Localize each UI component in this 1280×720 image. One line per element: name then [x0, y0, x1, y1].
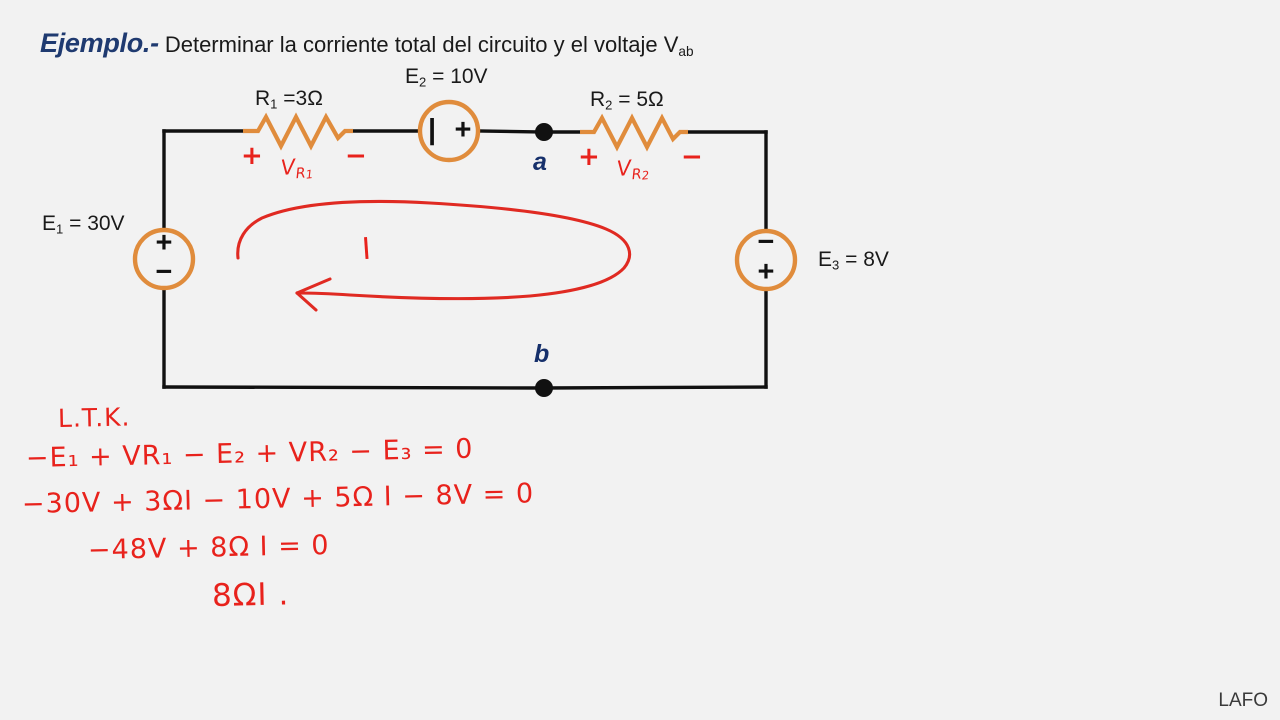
source-e2-label: E2 = 10V — [405, 65, 488, 90]
node-b-dot — [535, 379, 553, 397]
r2-voltage-label: VR2 — [616, 154, 650, 184]
title-subscript: ab — [678, 43, 694, 59]
e3-label-subscript: 3 — [832, 257, 840, 273]
source-e3-plus-terminal: + — [757, 256, 775, 288]
wire-e2-to-node-a — [476, 129, 546, 134]
r1-voltage-sub2: 1 — [305, 167, 314, 182]
r2-label-prefix: R — [590, 88, 606, 111]
r2-voltage-sub2: 2 — [641, 168, 650, 183]
e3-label-suffix: = 8V — [839, 248, 889, 271]
r1-label-subscript: 1 — [270, 96, 278, 112]
page-title: Ejemplo.-Determinar la corriente total d… — [40, 28, 694, 59]
kvl-numeric-equation: −30V + 3ΩI − 10V + 5Ω I − 8V = 0 — [21, 478, 535, 520]
node-b-label: b — [534, 340, 550, 368]
source-e3-minus-terminal: − — [757, 226, 775, 258]
node-a-dot — [535, 123, 553, 141]
current-loop-path — [236, 199, 632, 301]
r2-plus-polarity-mark: + — [578, 142, 600, 172]
r2-voltage-v: V — [615, 155, 633, 181]
source-e2-negative-terminal: | — [427, 114, 437, 146]
source-e3-label: E3 = 8V — [818, 248, 889, 273]
title-keyword: Ejemplo.- — [40, 28, 159, 58]
kvl-heading: L.T.K. — [57, 402, 131, 433]
r2-label-suffix: = 5Ω — [612, 88, 664, 111]
e2-label-subscript: 2 — [419, 74, 427, 90]
source-e2-plus-terminal: + — [454, 114, 472, 146]
e2-label-prefix: E — [405, 65, 420, 88]
source-e1-plus-terminal: + — [155, 227, 173, 259]
e1-label-suffix: = 30V — [63, 212, 125, 235]
kvl-combined-equation: −48V + 8Ω I = 0 — [87, 529, 330, 566]
kvl-symbolic-equation: −E₁ + VR₁ − E₂ + VR₂ − E₃ = 0 — [25, 433, 474, 474]
resistor-r2-label: R2 = 5Ω — [590, 88, 664, 113]
source-e1-minus-terminal: − — [155, 256, 173, 288]
source-e1-label: E1 = 30V — [42, 212, 125, 237]
e1-label-subscript: 1 — [56, 221, 64, 237]
wire-bottom-left — [162, 385, 546, 390]
r1-plus-polarity-mark: + — [241, 141, 263, 171]
r1-label-prefix: R — [255, 87, 271, 110]
e1-label-prefix: E — [42, 212, 57, 235]
wire-bottom-right — [542, 385, 768, 390]
title-text: Determinar la corriente total del circui… — [164, 32, 694, 59]
loop-current-symbol: I — [360, 231, 373, 268]
watermark-label: LAFO — [1218, 690, 1268, 711]
current-loop-arrowhead — [295, 277, 332, 312]
r2-minus-polarity-mark: − — [681, 142, 703, 172]
e2-label-suffix: = 10V — [426, 65, 488, 88]
title-body: Determinar la corriente total del circui… — [164, 32, 679, 57]
node-a-label: a — [533, 148, 547, 176]
r1-voltage-label: VR1 — [280, 153, 314, 183]
r1-voltage-v: V — [279, 154, 297, 180]
r1-label-suffix: =3Ω — [277, 87, 323, 110]
r1-minus-polarity-mark: − — [345, 141, 367, 171]
resistor-r1-label: R1 =3Ω — [255, 87, 323, 112]
kvl-final-expression: 8ΩI . — [211, 576, 290, 614]
e3-label-prefix: E — [818, 248, 833, 271]
current-loop-arrow — [236, 199, 632, 312]
r2-label-subscript: 2 — [605, 97, 613, 113]
